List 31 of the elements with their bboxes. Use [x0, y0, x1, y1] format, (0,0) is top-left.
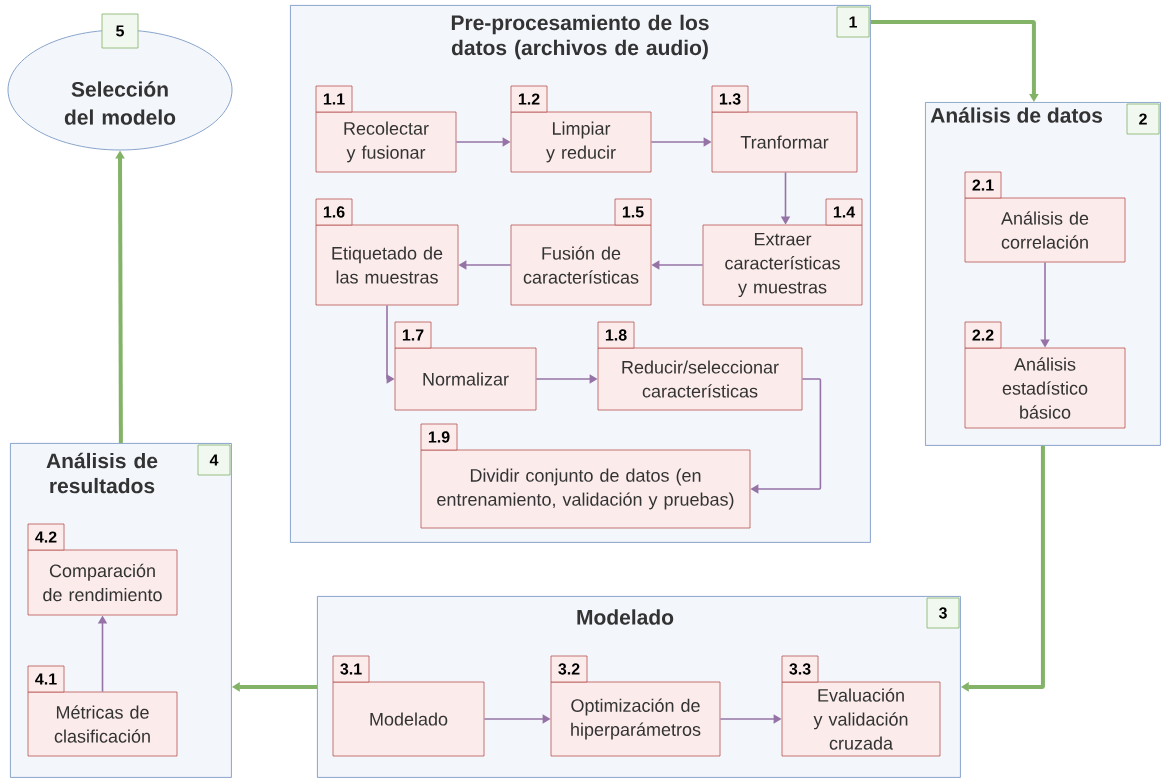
number-tag: 1.3	[711, 85, 749, 113]
process-box: Etiquetado de las muestras	[315, 224, 459, 306]
process-box: Análisis estadístico básico	[964, 347, 1126, 429]
number-tag: 1.5	[614, 198, 652, 226]
number-tag: 2.1	[964, 171, 1002, 199]
number-tag: 3.1	[332, 655, 370, 683]
number-tag: 3.3	[781, 655, 819, 683]
ellipse-title: Selección del modelo	[64, 81, 176, 125]
number-tag: 2.2	[964, 321, 1002, 349]
panel-title: Análisis de resultados	[46, 452, 158, 494]
number-tag: 1.8	[597, 321, 635, 349]
number-tag: 1	[836, 6, 870, 38]
number-tag: 2	[1126, 103, 1160, 135]
panel-title: Análisis de datos	[930, 107, 1103, 123]
number-tag: 1.9	[420, 423, 458, 451]
panel-title: Pre-procesamiento de los datos (archivos de audio)	[451, 14, 709, 60]
panel-title: Modelado	[577, 609, 674, 625]
number-tag: 1.7	[394, 321, 432, 349]
number-tag: 4.2	[27, 523, 65, 551]
number-tag: 1.6	[315, 198, 353, 226]
number-tag: 5	[101, 13, 139, 49]
process-box: Fusión de características	[510, 224, 652, 306]
number-tag: 1.1	[315, 85, 353, 113]
process-box: Extraer características y muestras	[702, 224, 863, 306]
process-box: Dividir conjunto de datos (en entrenamiento, validación y pruebas)	[420, 449, 751, 529]
number-tag: 3.2	[550, 655, 588, 683]
number-tag: 4	[197, 444, 231, 476]
number-tag: 1.4	[825, 198, 863, 226]
number-tag: 3	[926, 597, 960, 629]
number-tag: 4.1	[27, 665, 65, 693]
number-tag: 1.2	[510, 85, 548, 113]
